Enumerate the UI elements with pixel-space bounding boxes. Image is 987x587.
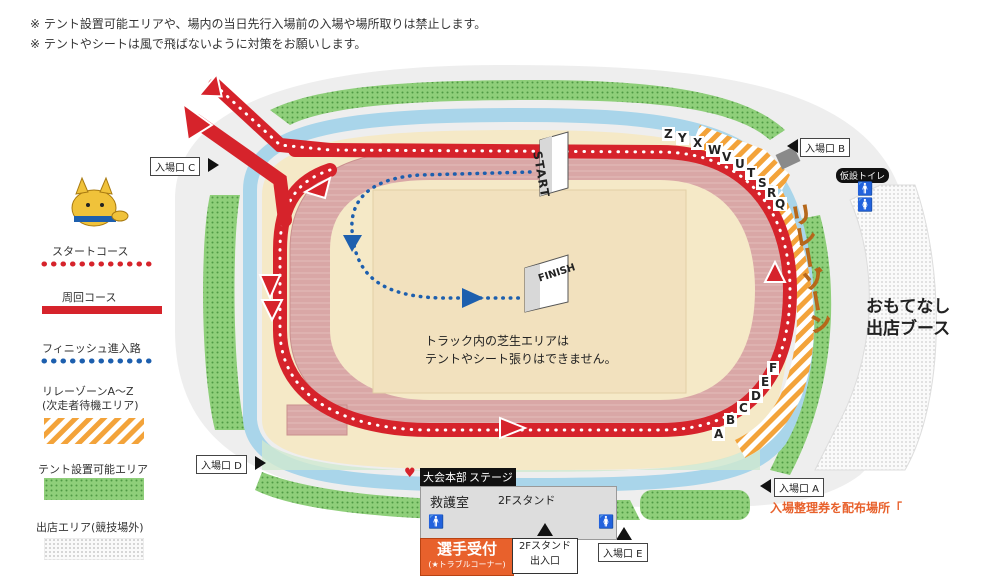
arrow-exit — [196, 71, 223, 98]
toilet-male-icon: 🚹 — [857, 182, 874, 197]
relay-letter: R — [765, 186, 779, 200]
arrow-start-in — [181, 101, 214, 142]
arrow-left-top — [302, 175, 332, 200]
relay-letter: Q — [773, 197, 788, 211]
tent-area-top — [270, 80, 785, 140]
legend-start-course: スタートコース — [52, 245, 129, 258]
stand-2f-label: 2Fスタンド — [498, 494, 556, 507]
temp-toilet-label: 仮設トイレ — [836, 168, 890, 183]
legend-loop-course-swatch — [42, 306, 162, 314]
legend-start-course-swatch — [41, 261, 159, 267]
start-course — [188, 113, 292, 227]
building-toilet-female-icon: 🚺 — [598, 515, 615, 530]
mascot-fox-icon — [71, 176, 129, 227]
relay-letter: Y — [676, 131, 689, 145]
gate-a: 入場口 A — [774, 478, 825, 497]
legend-relay-zone-line: リレーゾーンA～Z — [42, 385, 134, 398]
relay-letter: W — [706, 143, 724, 157]
relay-letter: V — [720, 150, 734, 164]
relay-letter: E — [759, 375, 772, 389]
arrow-bottom-right — [499, 416, 528, 440]
gate-e-arrow-icon — [616, 527, 632, 540]
start-block — [539, 131, 569, 197]
legend-tent-area: テント設置可能エリア — [38, 463, 148, 476]
relay-letter: A — [712, 427, 726, 441]
toilet-female-icon: 🚺 — [857, 198, 874, 213]
omotenashi-booth: おもてなし 出店ブース — [866, 296, 950, 340]
gate-c-arrow-icon — [208, 158, 219, 172]
relay-letter: F — [767, 361, 780, 375]
trouble-corner-label: (★トラブルコーナー) — [428, 560, 506, 569]
hq-heart-icon: ♥ — [404, 466, 416, 481]
stand-entrance-line: 2Fスタンド — [518, 541, 572, 552]
ticket-place: 入場整理券を配布場所「 — [770, 501, 903, 515]
finish-arrow-right — [462, 288, 484, 308]
shop-area — [814, 184, 937, 471]
reception-box: 選手受付 (★トラブルコーナー) — [420, 538, 514, 576]
green-apron-bottom — [262, 440, 760, 472]
gate-b: 入場口 B — [800, 138, 851, 157]
legend-finish-route: フィニッシュ進入路 — [42, 342, 141, 355]
legend-shop-area: 出店エリア(競技場外) — [36, 521, 144, 534]
first-aid-label: 救護室 — [430, 496, 470, 511]
arrow-down-left-2 — [260, 299, 284, 323]
reception-label: 選手受付 — [436, 540, 497, 558]
relay-letter: Z — [662, 127, 675, 141]
relay-letter: X — [691, 136, 705, 150]
relay-letter: T — [745, 166, 758, 180]
building-toilet-male-icon: 🚹 — [428, 515, 445, 530]
gate-d-arrow-icon — [255, 456, 266, 470]
gate-a-arrow-icon — [760, 479, 771, 493]
arrow-up-right — [763, 259, 787, 283]
stand-entrance-box: 2Fスタンド 出入口 — [512, 538, 578, 574]
stage-label: ステージ — [466, 468, 516, 486]
legend-finish-route-swatch — [41, 358, 159, 364]
stand-entrance-arrow-icon — [537, 523, 553, 536]
tent-area-left — [203, 195, 245, 430]
tent-area-bottom-right — [640, 490, 750, 520]
finish-arrow-down — [343, 235, 362, 252]
legend-relay-zone-line: (次走者待機エリア) — [42, 399, 139, 412]
omotenashi-line: おもてなし — [866, 297, 951, 317]
relay-letter: U — [733, 157, 747, 171]
stand-entrance-line: 出入口 — [530, 556, 560, 567]
legend-tent-area-swatch — [44, 478, 144, 500]
legend-relay-zone-swatch — [44, 418, 144, 444]
loop-course — [273, 143, 798, 437]
gate-b-arrow-icon — [787, 139, 798, 153]
note-line: ※ テントやシートは風で飛ばないように対策をお願いします。 — [30, 37, 367, 51]
omotenashi-line: 出店ブース — [866, 319, 951, 339]
arrow-down-left — [258, 274, 282, 301]
relay-letter: D — [749, 389, 763, 403]
note-line: ※ テント設置可能エリアや、場内の当日先行入場前の入場や場所取りは禁止します。 — [30, 17, 487, 31]
gate-e: 入場口 E — [598, 543, 648, 562]
finish-block — [524, 254, 569, 313]
hq-label: 大会本部 — [420, 468, 470, 486]
legend-relay-zone: リレーゾーンA～Z (次走者待機エリア) — [42, 385, 139, 413]
gate-d: 入場口 D — [196, 455, 247, 474]
tent-area-right — [770, 215, 832, 475]
start-course-exit — [208, 78, 337, 157]
relay-letter: C — [737, 401, 750, 415]
infield-note: トラック内の芝生エリアは テントやシート張りはできません。 — [425, 332, 617, 368]
relay-letter: B — [724, 413, 738, 427]
infield-note-line: テントやシート張りはできません。 — [425, 352, 617, 366]
legend-shop-area-swatch — [44, 538, 144, 560]
gate-c: 入場口 C — [150, 157, 201, 176]
notes: ※ テント設置可能エリアや、場内の当日先行入場前の入場や場所取りは禁止します。 … — [30, 14, 486, 54]
legend-loop-course: 周回コース — [62, 291, 117, 304]
finish-route — [350, 170, 532, 300]
infield-note-line: トラック内の芝生エリアは — [425, 334, 570, 348]
